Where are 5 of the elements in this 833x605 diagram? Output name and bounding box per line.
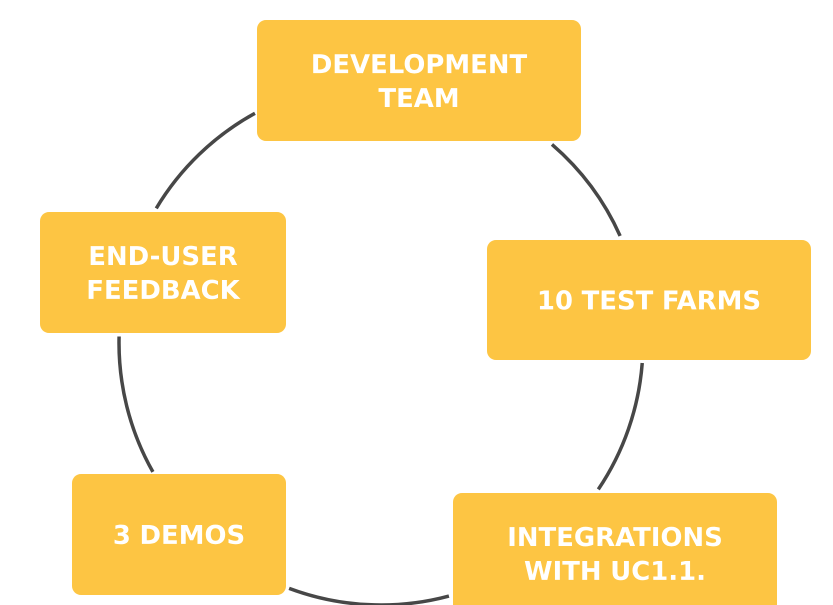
process-box: 10 TEST FARMS bbox=[487, 240, 811, 360]
process-box: INTEGRATIONS WITH UC1.1. bbox=[453, 492, 777, 605]
process-box: DEVELOPMENT TEAM bbox=[257, 20, 581, 141]
process-box: END-USER FEEDBACK bbox=[40, 212, 286, 333]
process-box: 3 DEMOS bbox=[72, 474, 286, 595]
